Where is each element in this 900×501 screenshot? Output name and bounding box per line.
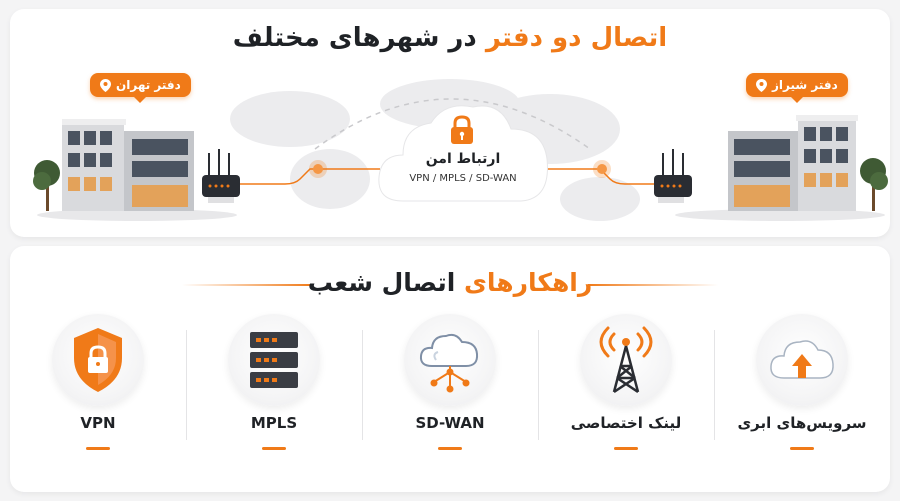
divider — [538, 330, 539, 440]
office-building-shiraz — [654, 115, 888, 221]
icon-circle — [580, 314, 672, 406]
location-pin-icon — [756, 78, 767, 92]
solution-label: VPN — [80, 414, 116, 432]
solutions-title-rest: اتصال شعب — [307, 268, 464, 297]
solution-item-mpls: MPLS — [186, 310, 362, 480]
accent-dash — [614, 447, 638, 450]
cloud-network-icon — [419, 333, 479, 393]
solution-label: سرویس‌های ابری — [737, 414, 867, 432]
divider — [362, 330, 363, 440]
office-building-tehran — [33, 119, 240, 221]
divider — [186, 330, 187, 440]
solutions-title: راهکارهای اتصال شعب — [10, 268, 890, 297]
secure-link-subtitle: VPN / MPLS / SD-WAN — [409, 173, 517, 184]
solution-label: MPLS — [250, 414, 298, 432]
shield-lock-icon — [74, 328, 122, 392]
office-label-shiraz: دفتر شیراز — [772, 78, 838, 92]
secure-link-cloud: ارتباط امن VPN / MPLS / SD-WAN — [373, 93, 553, 207]
office-badge-tehran: دفتر تهران — [90, 73, 191, 103]
title-divider-left — [182, 284, 312, 286]
office-label-tehran: دفتر تهران — [116, 78, 181, 92]
location-pin-icon — [100, 78, 111, 92]
server-stack-icon — [250, 332, 298, 388]
secure-link-title: ارتباط امن — [425, 151, 501, 167]
solutions-title-highlight: راهکارهای — [464, 268, 593, 297]
accent-dash — [262, 447, 286, 450]
cloud-upload-icon — [770, 340, 834, 379]
solution-item-dedicated-link: لینک اختصاصی — [538, 310, 714, 480]
connection-line-right — [540, 160, 670, 185]
solution-label: SD-WAN — [415, 414, 485, 432]
solutions-list: VPN MPLS — [10, 310, 890, 480]
solution-label: لینک اختصاصی — [570, 414, 682, 432]
padlock-icon — [451, 115, 473, 144]
hero-title-highlight: اتصال دو دفتر — [485, 23, 668, 53]
accent-dash — [438, 447, 462, 450]
title-divider-right — [588, 284, 718, 286]
solution-item-sdwan: SD-WAN — [362, 310, 538, 480]
hero-title: اتصال دو دفتر در شهرهای مختلف — [10, 23, 890, 53]
connection-line-left — [240, 160, 380, 185]
solutions-card: راهکارهای اتصال شعب VPN — [10, 246, 890, 492]
antenna-tower-icon — [599, 326, 653, 394]
solution-item-vpn: VPN — [10, 310, 186, 480]
accent-dash — [790, 447, 814, 450]
cloud-shape — [378, 105, 548, 202]
divider — [714, 330, 715, 440]
hero-card: اتصال دو دفتر در شهرهای مختلف دفتر تهران… — [10, 9, 890, 237]
accent-dash — [86, 447, 110, 450]
solution-item-cloud-services: سرویس‌های ابری — [714, 310, 890, 480]
hero-title-rest: در شهرهای مختلف — [232, 23, 486, 53]
office-badge-shiraz: دفتر شیراز — [746, 73, 848, 103]
